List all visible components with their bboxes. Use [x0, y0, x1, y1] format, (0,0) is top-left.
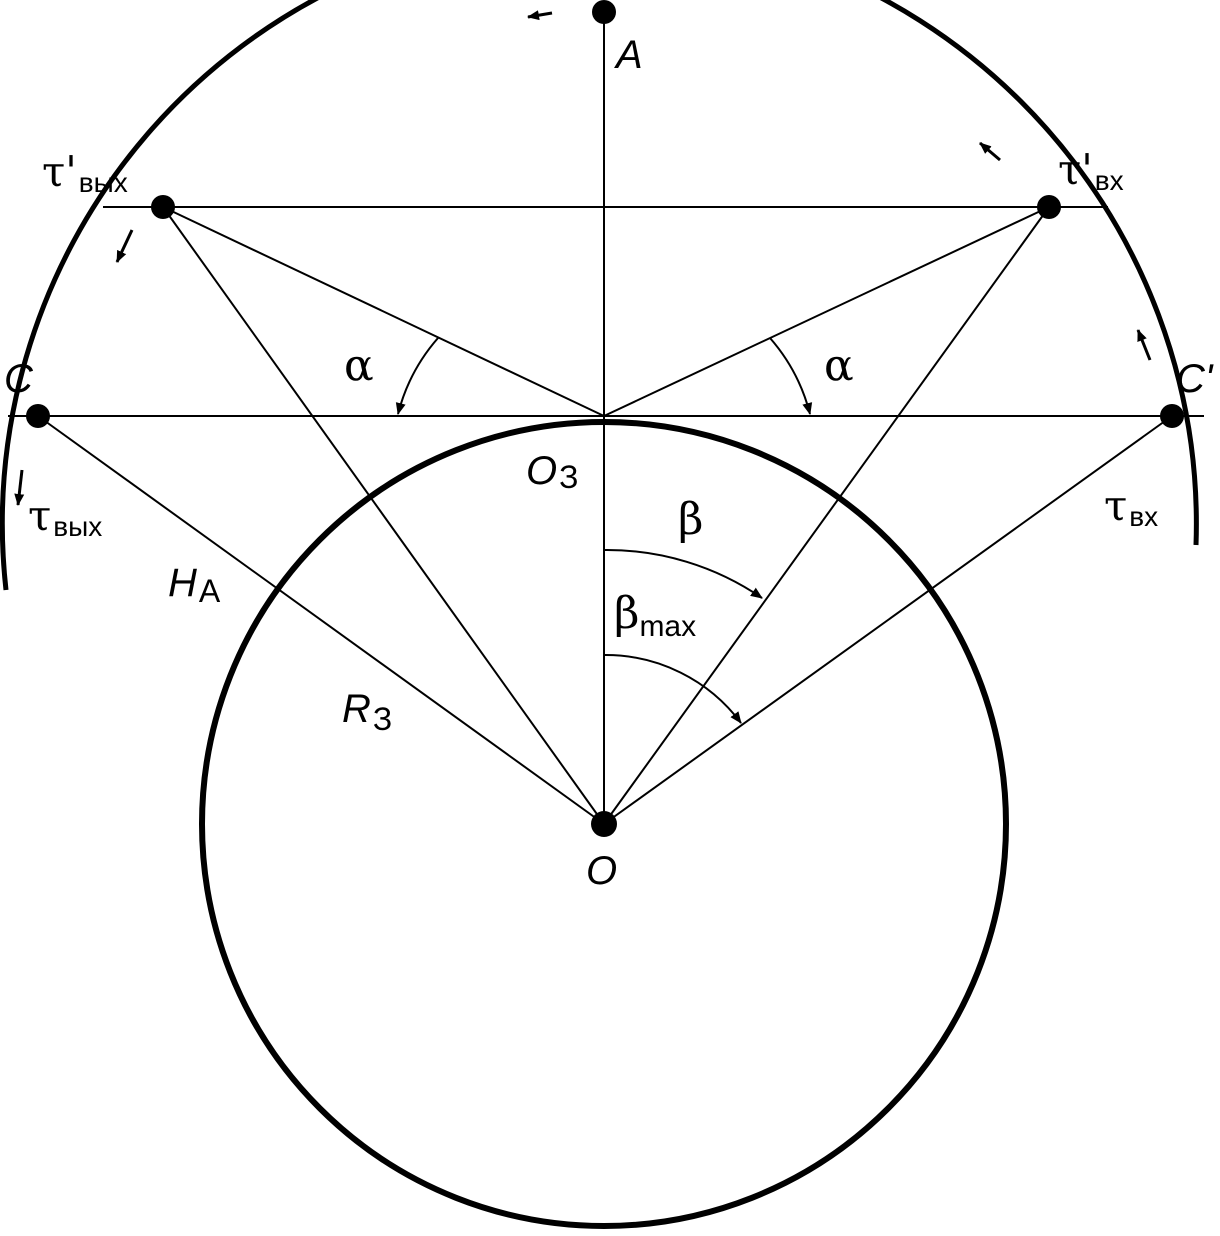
- point-tau-out-prime: [151, 195, 175, 219]
- point-o: [591, 811, 617, 837]
- line-o-to-c: [37, 415, 605, 825]
- orbit-direction-arrow-top: [527, 10, 553, 21]
- line-o3-to-tau-out-prime: [162, 206, 605, 417]
- orbit-arc: [0, 0, 1199, 591]
- line-o-to-tau-out-prime: [162, 206, 605, 825]
- line-o-to-c-prime: [603, 415, 1173, 825]
- label-a: A: [614, 33, 643, 77]
- alpha-right-arc: [769, 337, 813, 415]
- alpha-left-arc: [395, 337, 439, 415]
- label-o3: OЗ: [526, 449, 578, 495]
- label-tau-out-prime: τ'вых: [42, 147, 128, 198]
- label-r3: RЗ: [342, 687, 392, 737]
- orbit-direction-arrow-upper-left: [115, 229, 134, 263]
- label-tau-in-prime: τ'вх: [1058, 145, 1124, 196]
- point-a: [592, 0, 616, 24]
- label-o: O: [586, 849, 617, 893]
- orbit-direction-arrow-lower-left: [14, 469, 25, 506]
- label-beta: β: [678, 494, 703, 545]
- orbit-direction-arrow-right: [1136, 329, 1152, 361]
- line-o3-to-tau-in-prime: [603, 206, 1050, 417]
- point-c: [26, 404, 50, 428]
- label-alpha-right: α: [824, 340, 854, 391]
- label-tau-out: τвых: [28, 491, 102, 542]
- label-beta-max: βmax: [614, 588, 696, 643]
- beta-max-arc: [603, 653, 742, 724]
- beta-arc: [603, 548, 763, 599]
- label-ha: HA: [168, 561, 221, 609]
- point-c-prime: [1160, 404, 1184, 428]
- label-c-prime: C': [1176, 357, 1214, 401]
- label-alpha-left: α: [344, 340, 374, 391]
- point-tau-in-prime: [1037, 195, 1061, 219]
- label-tau-in: τвх: [1104, 481, 1158, 532]
- line-o-to-tau-in-prime: [603, 206, 1050, 825]
- label-c: C: [4, 357, 34, 401]
- orbit-direction-arrow-upper-right: [979, 141, 1001, 162]
